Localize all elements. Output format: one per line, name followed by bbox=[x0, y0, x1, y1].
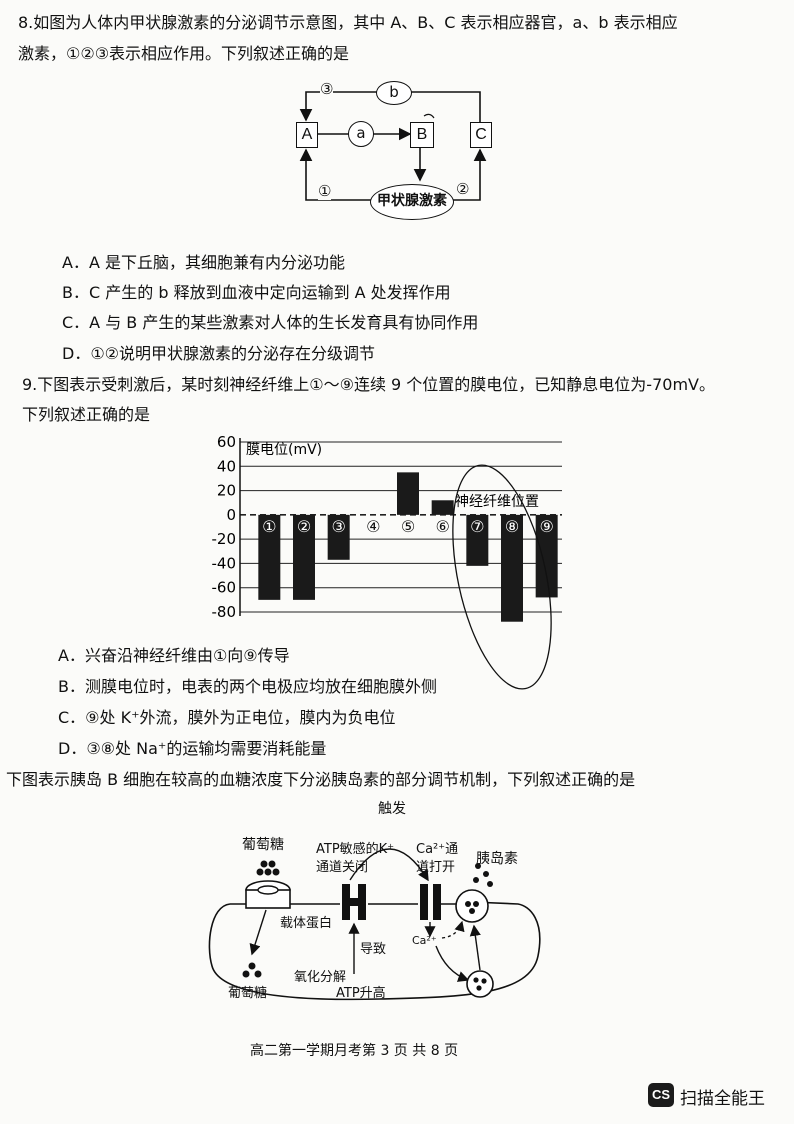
katp-label-1: ATP敏感的K⁺ bbox=[316, 842, 395, 857]
q10-stem: 下图表示胰岛 B 细胞在较高的血糖浓度下分泌胰岛素的部分调节机制，下列叙述正确的… bbox=[6, 770, 636, 789]
node-C-box: C bbox=[470, 122, 492, 148]
q9-option-c: C．⑨处 K⁺外流，膜外为正电位，膜内为负电位 bbox=[58, 708, 396, 727]
bar bbox=[431, 500, 454, 515]
q9-option-b: B．测膜电位时，电表的两个电极应均放在细胞膜外侧 bbox=[58, 677, 437, 696]
category-label: ④ bbox=[366, 517, 380, 536]
bar bbox=[293, 514, 315, 600]
watermark-text: 扫描全能王 bbox=[680, 1089, 765, 1109]
thyroid-hormone-ellipse: 甲状腺激素 bbox=[370, 184, 454, 220]
node-A-box: A bbox=[296, 122, 318, 148]
node-B-box: B bbox=[410, 122, 434, 148]
category-label: ② bbox=[297, 517, 311, 536]
category-label: ⑥ bbox=[435, 517, 449, 536]
q9-stem-line2: 下列叙述正确的是 bbox=[22, 405, 151, 424]
category-label: ⑨ bbox=[539, 517, 553, 536]
q8-option-c: C．A 与 B 产生的某些激素对人体的生长发育具有协同作用 bbox=[62, 313, 479, 332]
x-axis-label: 神经纤维位置 bbox=[455, 494, 539, 510]
trigger-label: 触发 bbox=[378, 801, 406, 817]
category-label: ⑤ bbox=[401, 517, 415, 536]
atp-up-label: ATP升高 bbox=[336, 986, 386, 1001]
q9-stem-line1: 9.下图表示受刺激后，某时刻神经纤维上①～⑨连续 9 个位置的膜电位，已知静息电… bbox=[22, 375, 715, 394]
ca-channel-label-1: Ca²⁺通 bbox=[416, 842, 459, 857]
hormone-b-ellipse: b bbox=[376, 81, 412, 105]
hand-drawn-circle bbox=[452, 464, 552, 690]
katp-label-2: 通道关闭 bbox=[316, 860, 369, 875]
islet-cell-diagram: 触发 葡萄糖 ATP敏感的K⁺ 通道关闭 Ca²⁺通 道打开 胰岛素 载体蛋白 … bbox=[200, 796, 560, 1006]
membrane-potential-chart: 60 40 20 0 -20 -40 -60 -80 ① ② ③ ④ ⑤ ⑥ ⑦ ⑧ ⑨ 膜电位(mV) 神经… bbox=[212, 433, 562, 690]
hormone-a-ellipse: a bbox=[348, 121, 374, 147]
bar bbox=[258, 514, 281, 600]
q8-diagram: A B C a b 甲状腺激素 ③ ① ② bbox=[280, 72, 520, 222]
q8-option-b: B．C 产生的 b 释放到血液中定向运输到 A 处发挥作用 bbox=[62, 283, 451, 302]
category-label-bg bbox=[260, 516, 279, 535]
carrier-protein-label: 载体蛋白 bbox=[280, 916, 333, 931]
y-tick-label: -80 bbox=[212, 603, 237, 621]
arrow2-label: ② bbox=[456, 180, 470, 198]
q9-option-d: D．③⑧处 Na⁺的运输均需要消耗能量 bbox=[58, 739, 327, 758]
q8-stem-line2: 激素，①②③表示相应作用。下列叙述正确的是 bbox=[18, 44, 350, 63]
category-label: ⑧ bbox=[505, 517, 519, 536]
category-label: ① bbox=[262, 517, 276, 536]
y-tick-label: -60 bbox=[212, 579, 237, 597]
bar bbox=[535, 514, 558, 598]
category-label-bg bbox=[433, 516, 452, 535]
glucose-inside-label: 葡萄糖 bbox=[228, 986, 268, 1001]
q8-option-d: D．①②说明甲状腺激素的分泌存在分级调节 bbox=[62, 344, 376, 363]
oxidation-label: 氧化分解 bbox=[294, 970, 347, 985]
y-tick-label: 40 bbox=[217, 457, 236, 475]
bar bbox=[501, 514, 523, 622]
leads-to-label: 导致 bbox=[360, 942, 387, 957]
category-label-bg bbox=[537, 516, 556, 535]
ca-ion-label: Ca²⁺ bbox=[412, 934, 437, 947]
y-tick-label: 0 bbox=[226, 506, 236, 524]
category-label-bg bbox=[364, 516, 383, 535]
bar bbox=[397, 472, 419, 515]
arrow1-label: ① bbox=[318, 182, 332, 200]
page-footer: 高二第一学期月考第 3 页 共 8 页 bbox=[250, 1043, 459, 1059]
ca-channel-label-2: 道打开 bbox=[416, 860, 456, 875]
q8-option-a: A．A 是下丘脑，其细胞兼有内分泌功能 bbox=[62, 253, 345, 272]
category-label-bg bbox=[329, 516, 348, 535]
y-tick-label: 60 bbox=[217, 433, 236, 451]
y-tick-label: -40 bbox=[212, 554, 237, 572]
category-label: ⑦ bbox=[470, 517, 484, 536]
y-tick-label: 20 bbox=[217, 482, 236, 500]
category-label: ③ bbox=[331, 517, 345, 536]
y-axis-label: 膜电位(mV) bbox=[246, 442, 322, 458]
islet-diagram-shapes bbox=[208, 848, 541, 1001]
insulin-label: 胰岛素 bbox=[476, 851, 518, 867]
q8-stem-line1: 8.如图为人体内甲状腺激素的分泌调节示意图，其中 A、B、C 表示相应器官，a、… bbox=[18, 13, 678, 32]
arrow3-label: ③ bbox=[320, 80, 334, 98]
q9-option-a: A．兴奋沿神经纤维由①向⑨传导 bbox=[58, 646, 290, 665]
category-label-bg bbox=[468, 516, 487, 535]
category-label-bg bbox=[399, 516, 417, 535]
y-tick-label: -20 bbox=[212, 530, 237, 548]
category-label-bg bbox=[503, 516, 521, 535]
glucose-top-label: 葡萄糖 bbox=[242, 837, 284, 853]
category-label-bg bbox=[295, 516, 313, 535]
cs-logo-icon: CS bbox=[648, 1083, 674, 1107]
